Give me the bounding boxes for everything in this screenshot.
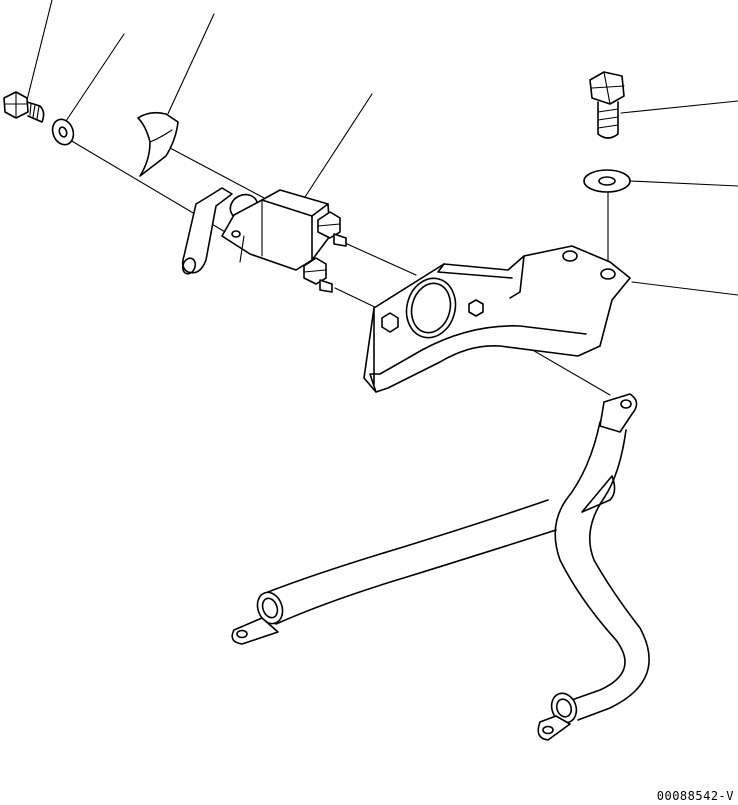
guide-line-cover-to-relay bbox=[169, 147, 269, 201]
leader-line-bracket bbox=[631, 281, 738, 296]
leader-lines bbox=[26, 0, 738, 296]
bolt-right-icon bbox=[589, 71, 625, 139]
leader-line-bolt-right bbox=[620, 100, 738, 114]
leader-line-relay bbox=[304, 93, 373, 198]
leader-line-washer-left bbox=[63, 33, 125, 125]
leader-line-bolt-left bbox=[26, 0, 53, 101]
terminal-cover-icon bbox=[137, 111, 179, 177]
leader-line-washer-right bbox=[629, 180, 738, 187]
guide-line-terminal-lower bbox=[334, 287, 382, 311]
drawing-code: 00088542-V bbox=[656, 789, 734, 803]
leader-line-cover bbox=[165, 13, 215, 119]
battery-cable-icon bbox=[231, 393, 650, 741]
washer-left-icon bbox=[51, 118, 75, 146]
bolt-left-icon bbox=[3, 91, 45, 123]
guide-line-terminal-to-bracket bbox=[344, 242, 417, 276]
washer-right-icon bbox=[583, 169, 631, 193]
mounting-bracket-icon bbox=[363, 245, 631, 393]
battery-relay-icon bbox=[221, 189, 347, 293]
relay-pin-icon bbox=[181, 187, 233, 275]
